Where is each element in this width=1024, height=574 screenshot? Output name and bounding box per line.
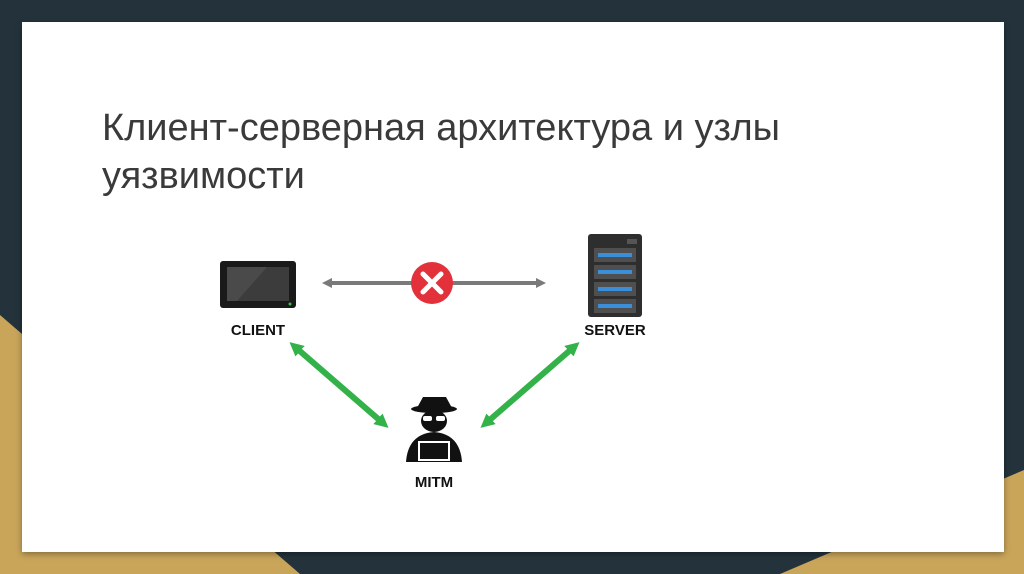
mitm-label: MITM: [415, 474, 453, 491]
blocked-x-icon: [411, 262, 453, 304]
mitm-diagram: CLIENT SERVER: [220, 234, 646, 491]
client-mitm-arrow: [289, 342, 389, 428]
client-label: CLIENT: [231, 322, 285, 339]
slide-canvas: Клиент-серверная архитектура и узлы уязв…: [22, 22, 1004, 552]
server-icon: [588, 234, 642, 317]
hacker-icon: [406, 397, 462, 462]
client-node: CLIENT: [220, 261, 296, 339]
server-label: SERVER: [584, 322, 646, 339]
monitor-icon: [220, 261, 296, 308]
blocked-connection: [322, 262, 546, 304]
slide-title-line-2: уязвимости: [102, 155, 305, 197]
slide-title-line-1: Клиент-серверная архитектура и узлы: [102, 107, 780, 149]
slide-title: Клиент-серверная архитектура и узлы уязв…: [102, 104, 862, 200]
mitm-node: MITM: [406, 397, 462, 491]
server-mitm-arrow: [480, 342, 580, 428]
server-node: SERVER: [584, 234, 646, 339]
